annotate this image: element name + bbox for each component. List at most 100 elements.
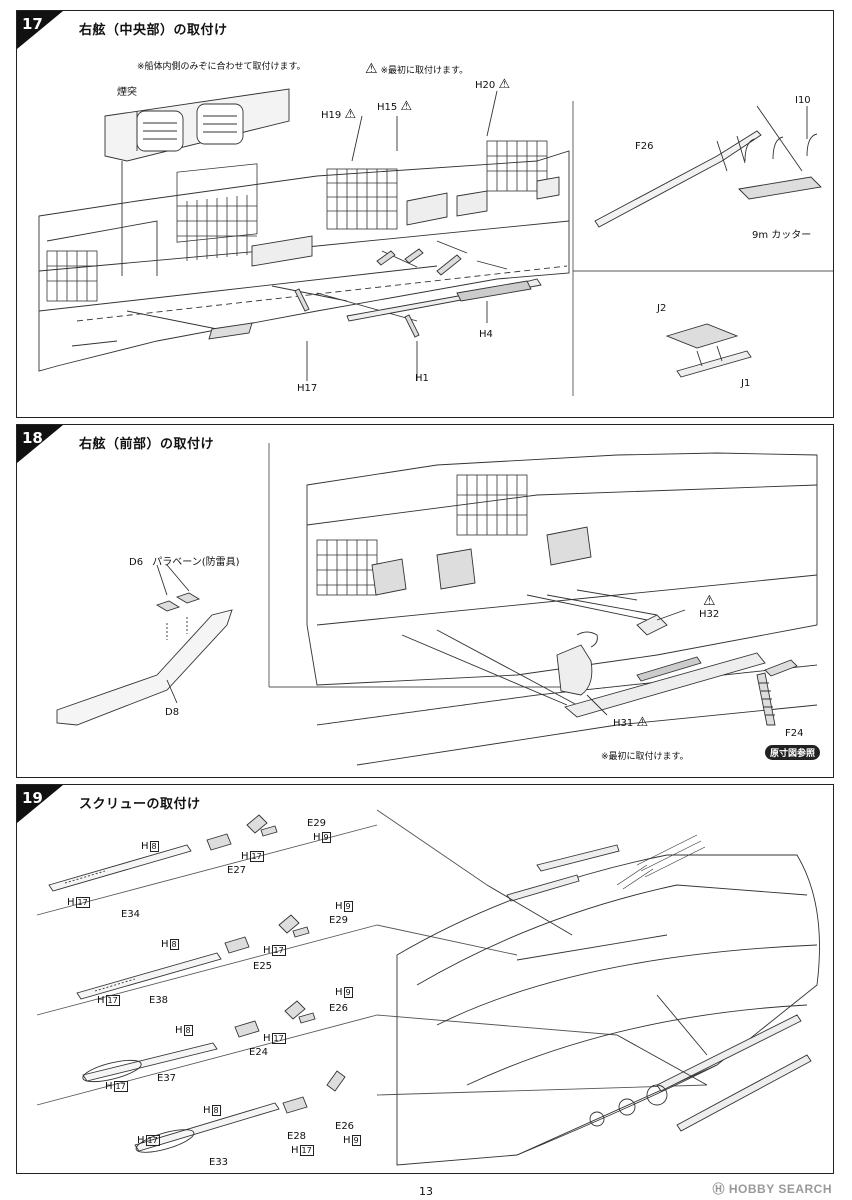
step-18-title: 右舷（前部）の取付け [79,437,215,452]
row1-shaft-cover-label: E34 [121,909,141,920]
row3-prop-label: E26 [329,1003,349,1014]
part-h15-text: H15 [377,102,398,113]
row4-bracket-label: E28 [287,1131,307,1142]
row3-bracket-h: H [263,1033,271,1044]
row2-hub-h: H [97,995,105,1006]
row4-bracket-hn: 17 [299,1145,314,1156]
row4-prop-hn: 9 [351,1135,361,1146]
row3-prop-h: H [335,987,343,998]
row1-bracket-h: H [241,851,249,862]
row4-h-letter: H [203,1105,211,1116]
row2-h-number: 8 [169,939,179,950]
row1-hub-h: H [67,897,75,908]
hobby-search-logo-icon: Ⓗ [712,1182,726,1196]
row2-bracket-label: E25 [253,961,273,972]
row1-bracket-hn: 17 [249,851,264,862]
row4-prop-h: H [343,1135,351,1146]
watermark: Ⓗ HOBBY SEARCH [713,1180,832,1197]
row1-bracket-label: E27 [227,865,247,876]
step-19-title: スクリューの取付け [79,797,201,812]
step-17-illustration [38,88,833,396]
part-h31-text: H31 [613,718,634,729]
row1-h-number: 8 [149,841,159,852]
part-d6-text: D6 [129,557,144,568]
row3-hub-h: H [105,1081,113,1092]
row2-hub-n: 17 [105,995,120,1006]
row2-bracket-h: H [263,945,271,956]
step-18-panel: 18 右舷（前部）の取付け [16,424,834,778]
part-h4-label: H4 [479,329,493,340]
part-h19-text: H19 [321,110,342,121]
row4-bracket-h: H [291,1145,299,1156]
step-17-first-note: ⚠ ※最初に取付けます。 [365,61,468,77]
step-17-number: 17 [22,15,43,33]
row2-prop-h: H [335,901,343,912]
paravane-text: パラベーン(防雷具) [152,557,240,568]
step-18-first-note: ※最初に取付けます。 [601,752,689,762]
part-f24-label: F24 [785,728,804,739]
row1-prop-hn: 9 [321,832,331,843]
row1-h-letter: H [141,841,149,852]
row2-prop-hn: 9 [343,901,353,912]
step-18-illustration [56,443,818,766]
step-17-funnel-label: 煙突 [117,87,137,98]
part-f26-label: F26 [635,141,654,152]
step-18-number: 18 [22,429,43,447]
step-18-badge [17,425,63,463]
step-17-badge [17,11,63,49]
step-17-panel: 17 右舷（中央部）の取付け [16,10,834,418]
part-h19-label: H19 ⚠ [321,107,356,122]
reference-tag: 原寸図参照 [765,745,821,760]
part-h15-label: H15 ⚠ [377,99,412,114]
part-h32-label: ⚠ H32 [699,593,719,620]
warning-icon: ⚠ [498,77,511,92]
warning-icon: ⚠ [636,715,649,730]
row1-hub-n: 17 [75,897,90,908]
part-j2-label: J2 [657,303,667,314]
step-17-title: 右舷（中央部）の取付け [79,23,228,38]
row3-hub-n: 17 [113,1081,128,1092]
warning-icon: ⚠ [365,61,378,77]
row2-prop-label: E29 [329,915,349,926]
part-h20-text: H20 [475,80,496,91]
step-19-illustration [36,809,820,1166]
row4-hub-n: 17 [145,1135,160,1146]
page-number: 13 [419,1185,433,1198]
part-j1-label: J1 [741,378,751,389]
part-h31-label: H31 ⚠ [613,715,648,730]
row3-bracket-label: E24 [249,1047,269,1058]
row4-shaft-cover-label: E33 [209,1157,229,1168]
part-d6-label: D6 パラベーン(防雷具) [129,553,240,568]
part-h20-label: H20 ⚠ [475,77,510,92]
row2-bracket-hn: 17 [271,945,286,956]
warning-icon: ⚠ [703,593,716,609]
row4-h-number: 8 [211,1105,221,1116]
part-h1-label: H1 [415,373,429,384]
warning-icon: ⚠ [344,107,357,122]
part-h17-label: H17 [297,383,318,394]
warning-icon: ⚠ [400,99,413,114]
row3-h-letter: H [175,1025,183,1036]
row3-h-number: 8 [183,1025,193,1036]
step-17-fit-note: ※船体内側のみぞに合わせて取付けます。 [137,62,306,72]
watermark-text: HOBBY SEARCH [728,1182,832,1196]
row1-prop-h: H [313,832,321,843]
part-d8-label: D8 [165,707,180,718]
step-17-first-note-text: ※最初に取付けます。 [380,66,469,76]
step-19-number: 19 [22,789,43,807]
row1-prop-label: E29 [307,818,327,829]
row2-shaft-cover-label: E38 [149,995,169,1006]
